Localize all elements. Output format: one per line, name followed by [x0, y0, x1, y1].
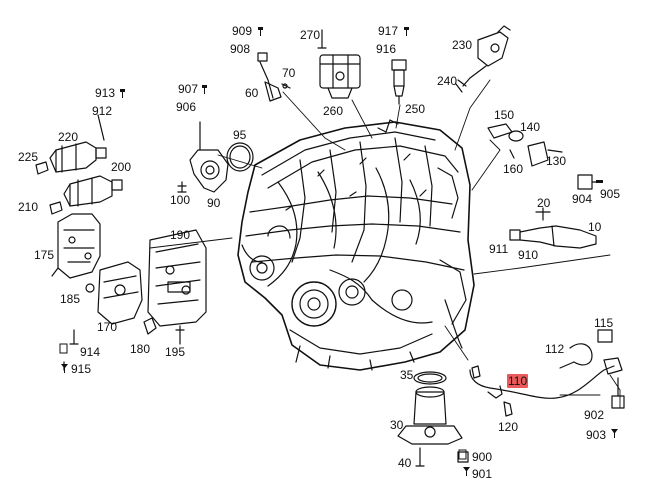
label-903[interactable]: 903	[586, 428, 607, 442]
label-150[interactable]: 150	[494, 108, 515, 122]
part-30-oil-filter	[397, 371, 463, 467]
label-915[interactable]: 915	[71, 362, 92, 376]
part-175-bracket	[51, 213, 101, 279]
label-20[interactable]: 20	[537, 196, 551, 210]
label-35[interactable]: 35	[400, 368, 414, 382]
fastener-icon	[120, 89, 125, 98]
connector-icon	[59, 343, 68, 354]
label-900[interactable]: 900	[472, 450, 493, 464]
part-230-injector	[455, 25, 511, 93]
label-905[interactable]: 905	[600, 187, 621, 201]
label-60[interactable]: 60	[245, 86, 259, 100]
label-913[interactable]: 913	[95, 86, 116, 100]
label-90[interactable]: 90	[207, 196, 221, 210]
fastener-icon	[202, 85, 207, 94]
part-190-shield	[147, 229, 207, 327]
label-220[interactable]: 220	[58, 130, 79, 144]
label-912[interactable]: 912	[92, 104, 113, 118]
label-160[interactable]: 160	[503, 162, 524, 176]
label-230[interactable]: 230	[452, 38, 473, 52]
part-10-camshaft-sensor	[509, 207, 597, 249]
part-200-solenoid	[49, 175, 123, 215]
label-180[interactable]: 180	[130, 342, 151, 356]
label-906[interactable]: 906	[176, 100, 197, 114]
label-170[interactable]: 170	[97, 320, 118, 334]
label-914[interactable]: 914	[80, 345, 101, 359]
label-190[interactable]: 190	[170, 228, 191, 242]
label-902[interactable]: 902	[584, 408, 605, 422]
part-60-sensor	[257, 52, 291, 102]
label-908[interactable]: 908	[230, 42, 251, 56]
label-917[interactable]: 917	[378, 24, 399, 38]
part-250-sensor	[391, 59, 407, 105]
label-904[interactable]: 904	[572, 192, 593, 206]
engine-assembly	[237, 119, 475, 371]
part-115-clip	[559, 329, 613, 369]
label-70[interactable]: 70	[282, 66, 296, 80]
label-130[interactable]: 130	[546, 154, 567, 168]
fastener-icon	[463, 467, 470, 476]
part-260-actuator	[317, 29, 361, 99]
connector-icon	[458, 449, 467, 460]
part-170-pump	[63, 261, 185, 371]
label-240[interactable]: 240	[437, 74, 458, 88]
label-916[interactable]: 916	[376, 42, 397, 56]
part-220-solenoid	[35, 114, 107, 175]
part-90-valve	[177, 121, 254, 193]
label-195[interactable]: 195	[165, 345, 186, 359]
label-907[interactable]: 907	[178, 82, 199, 96]
label-901[interactable]: 901	[472, 467, 493, 481]
fastener-icon	[61, 364, 68, 373]
label-110-highlighted[interactable]: 110	[507, 374, 529, 388]
label-112[interactable]: 112	[545, 342, 565, 356]
label-40[interactable]: 40	[398, 456, 412, 470]
part-130-sensor	[487, 123, 563, 167]
label-185[interactable]: 185	[60, 292, 81, 306]
label-210[interactable]: 210	[18, 200, 39, 214]
label-909[interactable]: 909	[232, 24, 253, 38]
label-250[interactable]: 250	[405, 102, 426, 116]
fastener-icon	[404, 27, 409, 36]
label-270[interactable]: 270	[300, 28, 321, 42]
label-200[interactable]: 200	[111, 160, 132, 174]
label-95[interactable]: 95	[233, 128, 247, 142]
label-260[interactable]: 260	[323, 104, 344, 118]
fastener-icon	[611, 429, 618, 438]
label-140[interactable]: 140	[520, 120, 541, 134]
label-115[interactable]: 115	[594, 316, 614, 330]
part-110-sensor-cable	[469, 357, 625, 417]
label-120[interactable]: 120	[498, 420, 519, 434]
fastener-icon	[596, 180, 603, 183]
fastener-icon	[258, 27, 263, 36]
label-100[interactable]: 100	[170, 193, 191, 207]
label-175[interactable]: 175	[34, 248, 55, 262]
part-900-fastener	[457, 451, 469, 463]
label-910[interactable]: 910	[518, 248, 539, 262]
label-225[interactable]: 225	[18, 150, 39, 164]
label-10[interactable]: 10	[588, 220, 602, 234]
leader-lines	[149, 79, 621, 409]
label-30[interactable]: 30	[390, 418, 404, 432]
label-911[interactable]: 911	[489, 242, 509, 256]
